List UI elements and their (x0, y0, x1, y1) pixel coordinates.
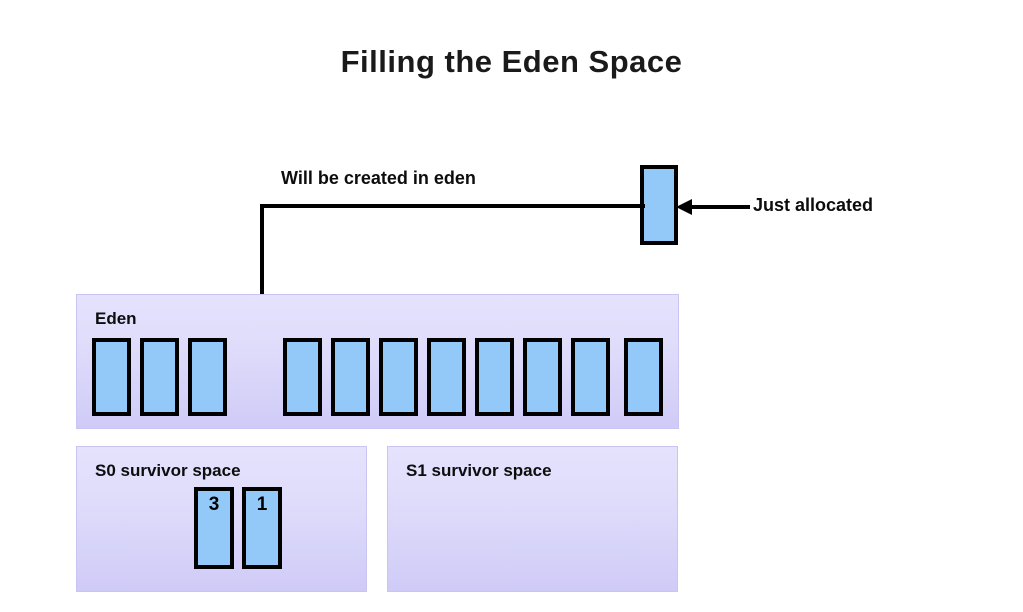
eden-object-11 (624, 338, 663, 416)
newly-allocated-object (640, 165, 678, 245)
s1-survivor-region: S1 survivor space (387, 446, 678, 592)
eden-object-8 (475, 338, 514, 416)
eden-object-10 (571, 338, 610, 416)
s0-object-1-label: 3 (208, 494, 220, 515)
eden-object-5 (331, 338, 370, 416)
eden-object-3 (188, 338, 227, 416)
s0-object-2-label: 1 (256, 494, 268, 515)
eden-object-6 (379, 338, 418, 416)
eden-object-9 (523, 338, 562, 416)
just-allocated-label: Just allocated (753, 195, 874, 215)
will-be-created-in-eden-label: Will be created in eden (281, 168, 476, 188)
page-title: Filling the Eden Space (340, 44, 683, 79)
eden-object-2 (140, 338, 179, 416)
eden-object-7 (427, 338, 466, 416)
eden-object-4 (283, 338, 322, 416)
s0-object-2: 1 (242, 487, 282, 569)
s0-object-1: 3 (194, 487, 234, 569)
s1-survivor-region-label: S1 survivor space (406, 461, 552, 480)
eden-region-label: Eden (95, 309, 137, 328)
just-allocated-arrow-icon (674, 196, 752, 220)
s0-survivor-region: S0 survivor space (76, 446, 367, 592)
s0-survivor-region-label: S0 survivor space (95, 461, 241, 480)
eden-object-1 (92, 338, 131, 416)
